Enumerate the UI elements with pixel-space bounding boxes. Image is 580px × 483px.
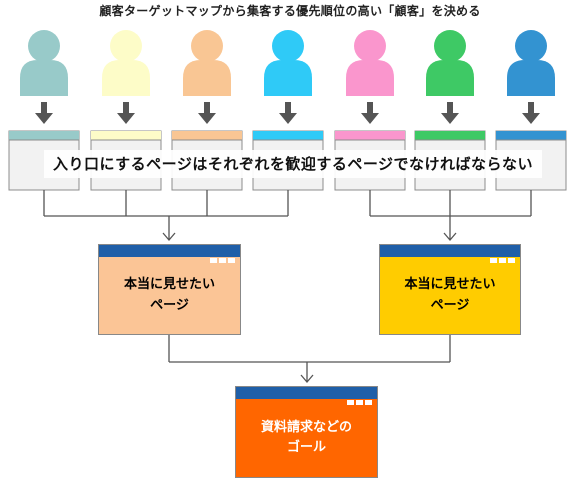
entry-page-5-header bbox=[335, 131, 405, 140]
visitor-1-head bbox=[28, 30, 60, 62]
visitor-7-arrow-head bbox=[522, 113, 540, 124]
window-titlebar bbox=[236, 387, 377, 405]
visitor-3-head bbox=[191, 30, 223, 62]
visitor-1-body bbox=[20, 60, 68, 96]
goal-label: 資料請求などの ゴール bbox=[260, 419, 352, 455]
goal-arrowhead bbox=[300, 374, 314, 383]
visitor-3-arrow-head bbox=[198, 113, 216, 124]
entry-page-2-header bbox=[91, 131, 161, 140]
visitor-2-body bbox=[102, 60, 150, 96]
entry-page-7-header bbox=[496, 131, 566, 140]
visitor-7-body bbox=[507, 60, 555, 96]
visitor-7-head bbox=[515, 30, 547, 62]
left-arrowhead bbox=[162, 232, 176, 241]
target-page-1: 本当に見せたい ページ bbox=[98, 244, 241, 335]
visitor-2-head bbox=[110, 30, 142, 62]
right-arrowhead bbox=[443, 232, 457, 241]
goal-page: 資料請求などの ゴール bbox=[235, 386, 378, 478]
visitor-5-head bbox=[354, 30, 386, 62]
entry-page-4-header bbox=[253, 131, 323, 140]
entry-page-6-header bbox=[415, 131, 485, 140]
entry-page-3-header bbox=[172, 131, 242, 140]
visitor-5-body bbox=[346, 60, 394, 96]
target-page-1-label: 本当に見せたい ページ bbox=[123, 277, 215, 313]
visitor-4-body bbox=[264, 60, 312, 96]
visitor-4-arrow-shaft bbox=[285, 102, 291, 114]
visitor-1-arrow-shaft bbox=[41, 102, 47, 114]
entry-page-banner: 入り口にするページはそれぞれを歓迎するページでなければならない bbox=[44, 150, 542, 178]
visitor-7-arrow-shaft bbox=[528, 102, 534, 114]
visitor-2-arrow-shaft bbox=[123, 102, 129, 114]
window-titlebar bbox=[380, 245, 520, 263]
target-page-2-label: 本当に見せたい ページ bbox=[404, 277, 496, 313]
visitor-2-arrow-head bbox=[117, 113, 135, 124]
visitor-6-arrow-shaft bbox=[447, 102, 453, 114]
visitor-5-arrow-shaft bbox=[367, 102, 373, 114]
visitor-3-body bbox=[183, 60, 231, 96]
visitor-4-arrow-head bbox=[279, 113, 297, 124]
visitor-3-arrow-shaft bbox=[204, 102, 210, 114]
visitor-6-head bbox=[434, 30, 466, 62]
visitor-1-arrow-head bbox=[35, 113, 53, 124]
visitor-5-arrow-head bbox=[361, 113, 379, 124]
visitor-6-arrow-head bbox=[441, 113, 459, 124]
visitor-6-body bbox=[426, 60, 474, 96]
target-page-2: 本当に見せたい ページ bbox=[379, 244, 521, 335]
entry-page-1-header bbox=[9, 131, 79, 140]
window-titlebar bbox=[99, 245, 240, 263]
page-title: 顧客ターゲットマップから集客する優先順位の高い「顧客」を決める bbox=[99, 4, 481, 18]
visitor-4-head bbox=[272, 30, 304, 62]
